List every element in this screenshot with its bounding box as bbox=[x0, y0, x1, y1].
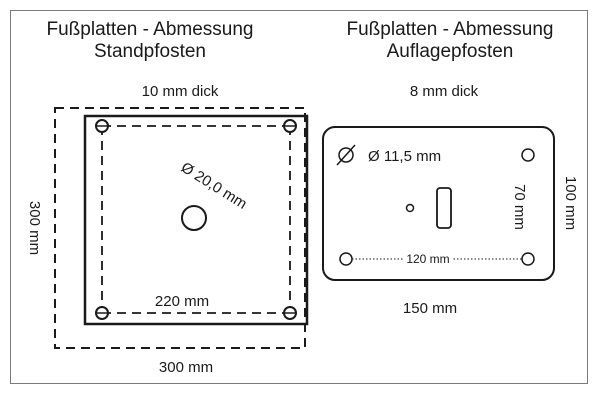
right-plate-height: 100 mm bbox=[562, 176, 579, 230]
auflagepfosten-plate bbox=[322, 126, 555, 281]
mount-hole bbox=[339, 252, 353, 266]
left-title-line2: Standpfosten bbox=[94, 41, 206, 62]
mount-hole bbox=[521, 148, 535, 162]
standpfosten-plate bbox=[83, 114, 309, 326]
diagram-frame bbox=[10, 10, 588, 384]
right-hole-spacing-vertical: 70 mm bbox=[511, 184, 528, 230]
corner-hole bbox=[95, 306, 109, 320]
right-title-line1: Fußplatten - Abmessung bbox=[347, 19, 554, 40]
right-hole-diameter: Ø 11,5 mm bbox=[368, 148, 441, 165]
left-title-line1: Fußplatten - Abmessung bbox=[47, 19, 254, 40]
small-center-hole bbox=[405, 203, 415, 213]
mount-hole bbox=[521, 252, 535, 266]
corner-hole bbox=[95, 119, 109, 133]
right-hole-spacing-horizontal: 120 mm bbox=[406, 252, 449, 266]
left-outer-width: 300 mm bbox=[159, 359, 213, 376]
corner-hole bbox=[283, 306, 297, 320]
center-hole bbox=[181, 205, 207, 231]
right-title-line2: Auflagepfosten bbox=[387, 41, 514, 62]
center-slot bbox=[436, 187, 452, 229]
corner-hole bbox=[283, 119, 297, 133]
diameter-icon bbox=[336, 144, 356, 166]
left-inner-width: 220 mm bbox=[155, 293, 209, 310]
right-thickness: 8 mm dick bbox=[410, 83, 479, 100]
dimension-label-bg bbox=[404, 250, 452, 266]
left-thickness: 10 mm dick bbox=[142, 83, 219, 100]
left-outer-height: 300 mm bbox=[26, 201, 43, 255]
left-hole-diameter: Ø 20,0 mm bbox=[178, 159, 250, 213]
right-plate-width: 150 mm bbox=[403, 300, 457, 317]
outer-dashed-square bbox=[54, 107, 306, 349]
